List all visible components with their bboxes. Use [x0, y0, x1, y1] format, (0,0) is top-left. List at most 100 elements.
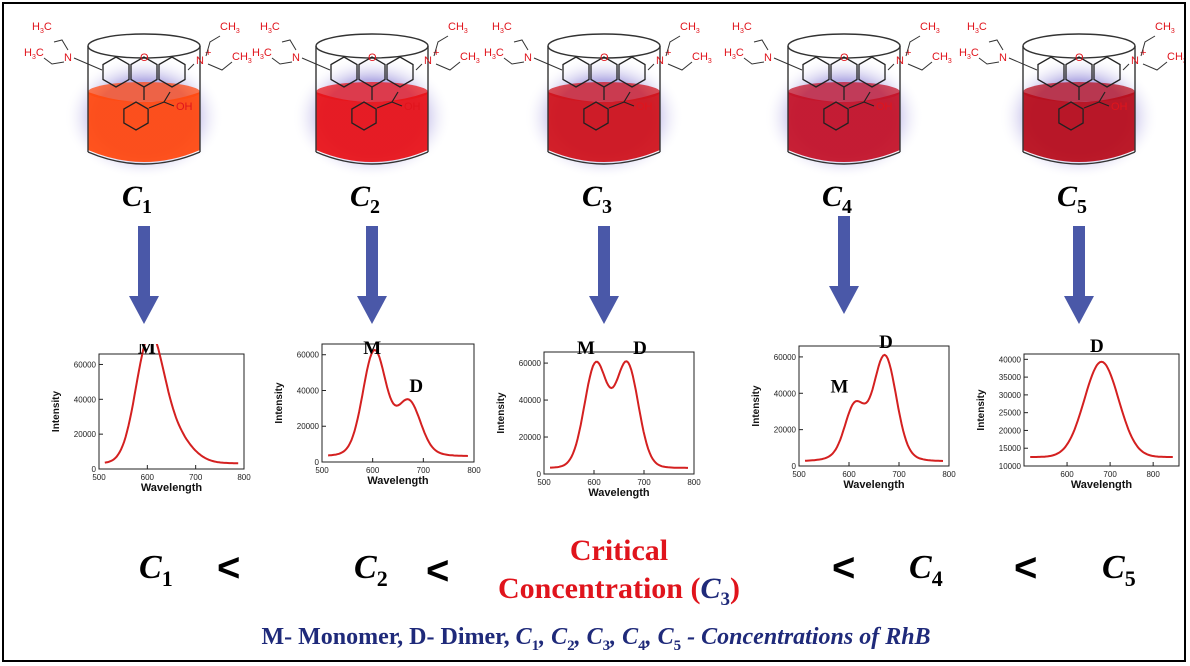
x-axis-label: Wavelength [367, 475, 429, 487]
y-tick-label: 60000 [297, 351, 320, 360]
x-tick-label: 500 [315, 466, 329, 475]
x-tick-label: 600 [842, 470, 856, 479]
amine-n-left: N [524, 52, 532, 64]
cylinder-bottom [1022, 151, 1136, 165]
peak-label: D [633, 338, 647, 359]
relation-c5: C5 [1102, 549, 1136, 591]
x-tick-label: 500 [537, 478, 551, 487]
carboxyl-bond [608, 91, 635, 109]
methyl-label: H3C [492, 21, 512, 35]
ethyl-bonds-left [271, 39, 331, 71]
oh-label: OH [636, 101, 653, 113]
x-tick-label: 700 [189, 473, 203, 482]
less-than-4: < [1014, 546, 1038, 590]
xanthene-ring-left [1037, 56, 1065, 88]
plot-axes [798, 345, 950, 467]
benzene-ring [351, 101, 377, 131]
x-tick-label: 800 [687, 478, 701, 487]
less-than-2: < [426, 549, 450, 593]
x-tick-label: 600 [1060, 470, 1074, 479]
amine-n-left: N [999, 52, 1007, 64]
peak-label: M [831, 376, 849, 397]
methyl-label: CH3 [680, 21, 700, 35]
methyl-label: CH3 [448, 21, 468, 35]
x-tick-label: 600 [587, 478, 601, 487]
methyl-label: CH3 [692, 51, 712, 65]
down-arrow-1 [129, 226, 159, 324]
xanthene-ring-left [330, 56, 358, 88]
y-axis-label: Intensity [751, 385, 762, 427]
down-arrow-2 [357, 226, 387, 324]
spectrum-curve [327, 348, 468, 457]
spectrum-curve [104, 344, 239, 465]
oxygen-label: O [1075, 52, 1084, 64]
x-tick-label: 600 [366, 466, 380, 475]
x-tick-label: 800 [1146, 470, 1160, 479]
critical-line-2: Concentration (C3) [498, 572, 740, 610]
oh-label: OH [876, 101, 893, 113]
y-tick-label: 20000 [297, 422, 320, 431]
methyl-label: H3C [724, 47, 744, 61]
y-tick-label: 40000 [999, 355, 1022, 364]
x-tick-label: 700 [1103, 470, 1117, 479]
benzene-ring [123, 101, 149, 131]
y-tick-label: 20000 [999, 426, 1022, 435]
positive-charge: + [205, 47, 211, 59]
amine-n-right: N [656, 55, 664, 67]
y-tick-label: 0 [315, 458, 320, 467]
critical-concentration-label: Critical Concentration (C3) [484, 532, 754, 619]
x-axis-label: Wavelength [588, 487, 650, 499]
relation-c1: C1 [139, 549, 173, 591]
methyl-label: CH3 [920, 21, 940, 35]
cylinder-bottom [87, 151, 201, 165]
x-tick-label: 700 [637, 478, 651, 487]
peak-label: M [577, 338, 595, 359]
oh-label: OH [1111, 101, 1128, 113]
methyl-label: CH3 [460, 51, 480, 65]
xanthene-ring-right [858, 56, 886, 88]
ethyl-bonds-left [503, 39, 563, 71]
methyl-label: CH3 [932, 51, 952, 65]
y-tick-label: 40000 [74, 395, 97, 404]
peak-label: M [138, 344, 156, 358]
y-tick-label: 40000 [774, 389, 797, 398]
xanthene-ring-right [1093, 56, 1121, 88]
cylinder-liquid [88, 92, 200, 162]
y-tick-label: 10000 [999, 462, 1022, 471]
amine-n-right: N [196, 55, 204, 67]
carboxyl-bond [848, 91, 875, 109]
oxygen-label: O [600, 52, 609, 64]
concentration-label-2: C2 [350, 180, 381, 218]
y-tick-label: 60000 [74, 360, 97, 369]
cylinder-bottom [315, 151, 429, 165]
footer-legend: M- Monomer, D- Dimer, C1, C2, C3, C4, C5… [261, 624, 931, 654]
methyl-label: H3C [260, 21, 280, 35]
down-arrow-4 [829, 216, 859, 314]
spectrum-curve [1030, 360, 1173, 458]
down-arrow-3 [589, 226, 619, 324]
down-arrow-5 [1064, 226, 1094, 324]
cylinder-liquid [788, 92, 900, 162]
xanthene-ring-right [158, 56, 186, 88]
methyl-label: CH3 [1167, 51, 1186, 65]
ethyl-bonds-left [43, 39, 103, 71]
carboxyl-bond [148, 91, 175, 109]
y-tick-label: 0 [537, 470, 542, 479]
amine-n-left: N [764, 52, 772, 64]
ethyl-bonds-right [415, 35, 461, 71]
amine-n-right: N [896, 55, 904, 67]
concentration-label-5: C5 [1057, 180, 1088, 218]
peak-label: D [879, 334, 893, 353]
oxygen-label: O [840, 52, 849, 64]
amine-n-right: N [424, 55, 432, 67]
cylinder-bottom [787, 151, 901, 165]
ethyl-bonds-left [743, 39, 803, 71]
xanthene-ring-right [618, 56, 646, 88]
